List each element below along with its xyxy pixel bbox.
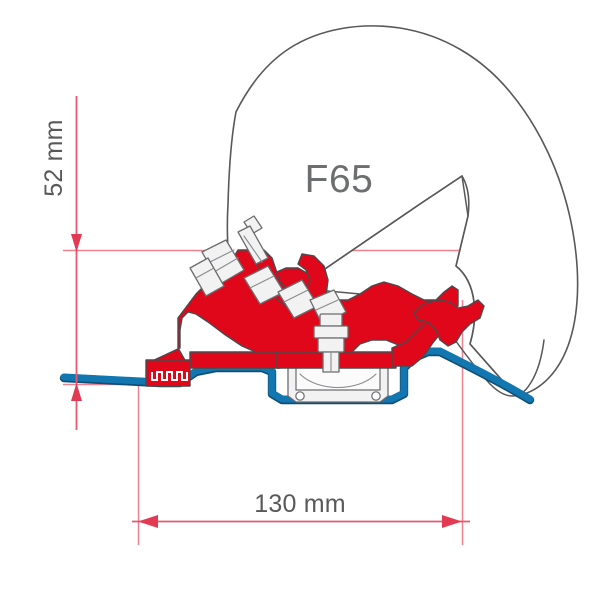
- rail-block-curve: [299, 373, 377, 389]
- mid-nut-b-line: [283, 289, 309, 303]
- model-label: F65: [305, 158, 374, 201]
- upper-nut-line-1: [209, 249, 235, 263]
- vertical-dimension-arrow-bottom: [71, 383, 82, 401]
- center-bolt-nut: [317, 337, 345, 353]
- red-adapter-bracket: [145, 249, 485, 387]
- bracket-lower-left-arm: [189, 351, 281, 369]
- horizontal-dimension-arrow-left: [138, 515, 158, 528]
- mid-nut-c-line: [315, 299, 339, 311]
- upper-bolt-shaft: [237, 225, 269, 265]
- upper-bolt-shaft-line: [243, 235, 263, 263]
- vertical-dimension-52mm: 52 mm: [40, 96, 82, 430]
- vertical-dimension-label: 52 mm: [40, 119, 68, 196]
- upper-washer-block: [189, 257, 225, 297]
- horizontal-dimension-label: 130 mm: [254, 490, 346, 518]
- upper-washer-line: [195, 267, 215, 279]
- awning-case-rear-leg: [439, 317, 545, 397]
- upper-bolt-assembly: [189, 215, 269, 297]
- horizontal-dimension-130mm: 130 mm: [132, 490, 470, 528]
- bracket-right-hook: [413, 299, 485, 347]
- mid-nut-a-line: [249, 275, 275, 289]
- center-bolt-head: [319, 313, 343, 327]
- horizontal-dimension-arrow-right: [442, 515, 462, 528]
- rail-block-right-pin: [371, 391, 381, 401]
- upper-nut-line-2: [213, 257, 239, 273]
- bracket-foot-teeth: [151, 371, 188, 381]
- center-bolt-assembly: [313, 313, 349, 373]
- vertical-dimension-arrow-top: [71, 234, 82, 252]
- center-bolt-washer: [313, 325, 349, 339]
- rail-block-left-pin: [295, 391, 305, 401]
